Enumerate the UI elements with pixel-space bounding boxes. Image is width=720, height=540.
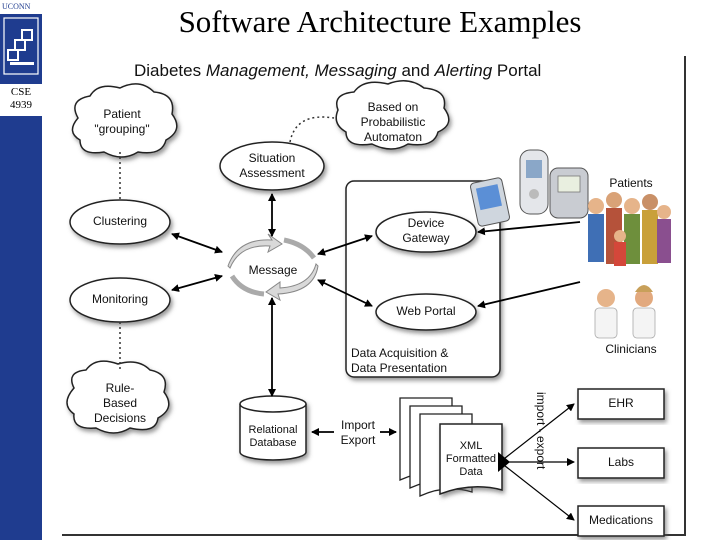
pda-device-icon [470,177,510,227]
diagram-title-part-4: Alerting [434,61,493,80]
label-data-acquisition: Data Acquisition & Data Presentation [351,346,449,375]
label-monitoring: Monitoring [91,292,149,306]
diagram-title-part-1: Diabetes [134,61,202,80]
label-xml-data: XML Formatted Data [445,440,497,478]
label-relational-database: Relational Database [248,424,298,449]
message-hub-icon [227,233,319,302]
mobile-phone-icon [519,149,549,215]
label-import-export-vertical: import - export [534,392,548,470]
connection-arrows [171,193,581,436]
cloud-rule-based-decisions [66,360,170,434]
box-ehr [577,388,665,420]
university-name: UCONN [2,2,31,11]
cloud-patient-grouping [71,83,178,158]
export-fan-arrows [498,403,575,521]
label-web-portal: Web Portal [396,304,456,318]
label-ehr: EHR [608,396,634,410]
label-labs: Labs [607,455,635,469]
sidebar: UCONN CSE 4939 [0,0,42,540]
diagram-title-part-5: Portal [492,61,542,80]
label-patients: Patients [609,176,653,190]
label-import-export: Import Export [340,418,376,447]
label-message: Message [248,263,298,277]
slide-title: Software Architecture Examples [178,4,582,39]
course-line-2: 4939 [10,99,32,111]
box-labs [577,447,665,479]
diagram-title-part-2: Management, Messaging [205,61,397,80]
university-logo-icon [3,17,39,75]
clinicians-image [594,285,656,339]
box-medications [577,505,665,537]
relational-database-icon [239,395,307,461]
label-clinicians: Clinicians [605,342,657,356]
cloud-probabilistic-automaton [335,80,450,150]
patients-group-image [588,192,671,266]
label-rule-based-decisions: Rule- Based Decisions [93,381,147,425]
node-clustering [69,199,171,245]
node-web-portal [375,293,477,331]
xml-document-stack-icon [399,397,503,498]
label-probabilistic-automaton: Based on Probabilistic Automaton [360,100,426,144]
dotted-connectors [119,116,335,372]
diagram-title: Diabetes Management, Messaging and Alert… [134,61,541,81]
diagram-frame [62,56,686,536]
label-device-gateway: Device Gateway [402,216,450,245]
node-situation-assessment [219,141,325,191]
label-medications: Medications [588,513,654,527]
node-device-gateway [375,211,477,253]
diagram-title-part-3: and [396,61,435,80]
label-situation-assessment: Situation Assessment [239,151,305,180]
course-line-1: CSE [10,86,32,98]
university-header: UCONN [0,0,42,14]
label-clustering: Clustering [92,214,148,228]
course-label: CSE 4939 [0,84,42,116]
label-patient-grouping: Patient "grouping" [94,107,150,136]
glucose-meter-icon [549,167,589,219]
